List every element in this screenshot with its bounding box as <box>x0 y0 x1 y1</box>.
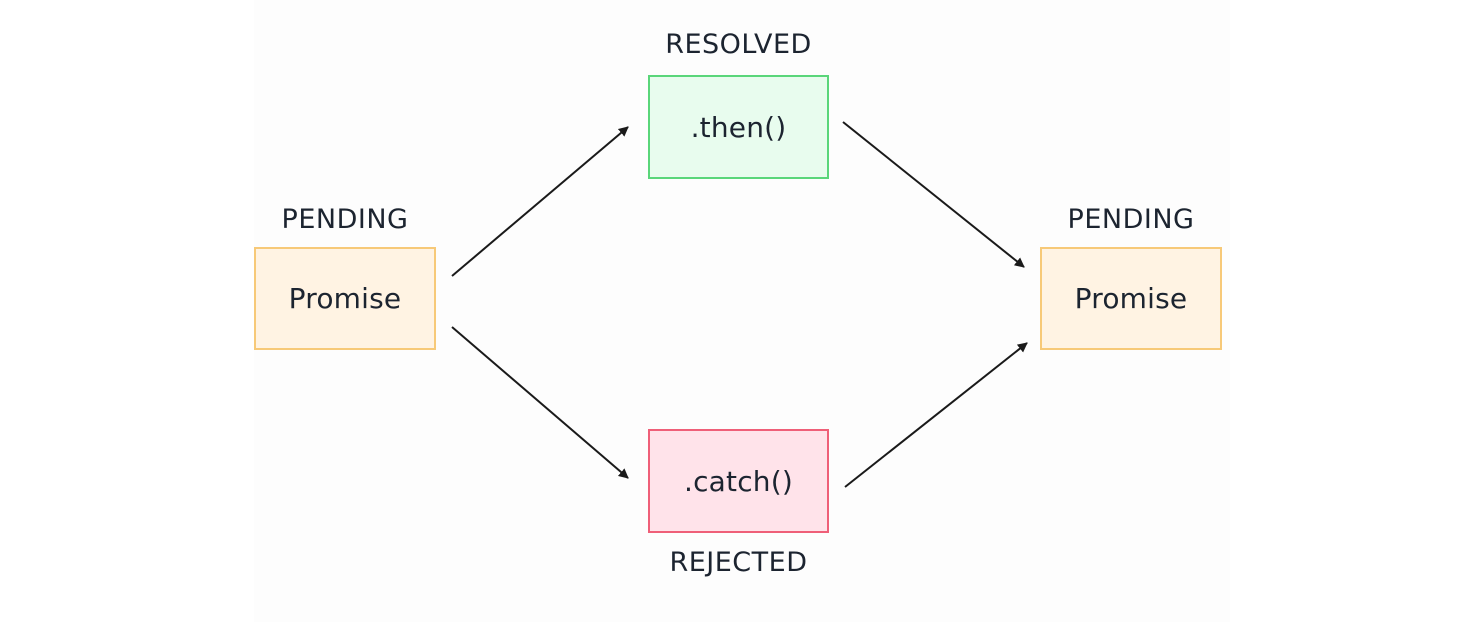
start-promise-label: Promise <box>288 282 402 315</box>
arrow-catch-to-promise <box>844 342 1028 488</box>
catch-label: .catch() <box>683 464 794 498</box>
end-promise-label: Promise <box>1074 282 1188 315</box>
catch-state-label: REJECTED <box>669 547 808 578</box>
arrow-promise-to-catch <box>451 326 629 479</box>
end-promise-state-label: PENDING <box>1067 204 1195 235</box>
arrow-promise-to-then <box>451 126 629 277</box>
start-promise-state-label: PENDING <box>281 204 409 235</box>
start-promise-node: Promise <box>254 247 436 350</box>
catch-node: .catch() <box>648 429 829 533</box>
arrow-then-to-promise <box>842 121 1025 268</box>
end-promise-node: Promise <box>1040 247 1222 350</box>
then-label: .then() <box>690 110 787 144</box>
then-state-label: RESOLVED <box>665 29 812 60</box>
then-node: .then() <box>648 75 829 179</box>
